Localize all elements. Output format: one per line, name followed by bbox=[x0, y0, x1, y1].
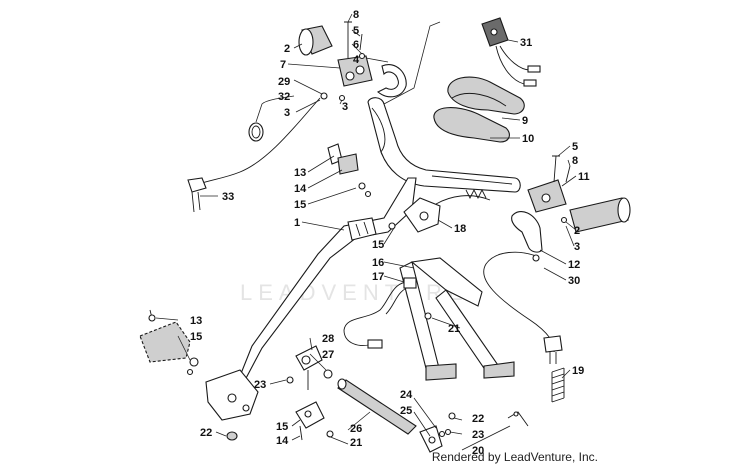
callout-11: 11 bbox=[578, 171, 590, 183]
wiring-harness bbox=[343, 277, 417, 349]
brake-housing bbox=[527, 155, 571, 213]
callout-5: 5 bbox=[353, 25, 359, 37]
ball-joint bbox=[419, 425, 446, 453]
handlebar-pads bbox=[433, 76, 525, 143]
cable-bracket-lower bbox=[139, 309, 199, 376]
steering-post-nut bbox=[226, 431, 238, 441]
callout-14: 14 bbox=[294, 183, 307, 195]
callout-4: 4 bbox=[353, 54, 360, 66]
callout-1: 1 bbox=[294, 217, 300, 229]
callout-28: 28 bbox=[322, 333, 334, 345]
callout-25: 25 bbox=[400, 405, 412, 417]
brake-lever bbox=[511, 211, 568, 253]
callout-17: 17 bbox=[372, 271, 384, 283]
callout-31: 31 bbox=[520, 37, 532, 49]
leader-lines bbox=[155, 13, 577, 451]
callout-32: 32 bbox=[278, 91, 290, 103]
callout-2: 2 bbox=[574, 225, 580, 237]
callout-29: 29 bbox=[278, 76, 290, 88]
callout-3: 3 bbox=[342, 101, 348, 113]
tie-rod bbox=[337, 378, 417, 435]
callout-19: 19 bbox=[572, 365, 584, 377]
callout-6: 6 bbox=[353, 39, 359, 51]
wire-bracket bbox=[403, 188, 491, 233]
switch-assembly bbox=[481, 17, 541, 87]
callout-15: 15 bbox=[276, 421, 288, 433]
callout-13: 13 bbox=[190, 315, 202, 327]
callout-7: 7 bbox=[280, 59, 286, 71]
callout-10: 10 bbox=[522, 133, 534, 145]
watermark: LEADVENTURE bbox=[240, 280, 469, 305]
callout-5: 5 bbox=[572, 141, 578, 153]
callout-22: 22 bbox=[472, 413, 484, 425]
callout-22: 22 bbox=[200, 427, 212, 439]
callout-20: 20 bbox=[472, 445, 484, 457]
callout-3: 3 bbox=[574, 241, 580, 253]
callout-26: 26 bbox=[350, 423, 362, 435]
callout-15: 15 bbox=[190, 331, 202, 343]
brake-cable bbox=[483, 251, 563, 364]
callout-labels: 2 8 5 6 4 7 29 3 32 3 31 9 10 5 8 11 2 3… bbox=[190, 9, 590, 457]
callout-33: 33 bbox=[222, 191, 234, 203]
throttle-cable bbox=[187, 97, 321, 213]
callout-15: 15 bbox=[372, 239, 384, 251]
callout-14: 14 bbox=[276, 435, 289, 447]
right-grip bbox=[569, 197, 631, 233]
callout-23: 23 bbox=[472, 429, 484, 441]
callout-24: 24 bbox=[400, 389, 413, 401]
callout-13: 13 bbox=[294, 167, 306, 179]
tie-rod-end bbox=[286, 345, 333, 390]
steering-support-bracket bbox=[399, 257, 515, 381]
steering-post bbox=[205, 177, 417, 421]
throttle-housing bbox=[337, 21, 407, 98]
callout-8: 8 bbox=[353, 9, 359, 21]
callout-8: 8 bbox=[572, 155, 578, 167]
cotter-pin bbox=[444, 411, 529, 436]
throttle-small-parts bbox=[320, 92, 346, 102]
callout-18: 18 bbox=[454, 223, 466, 235]
callout-3: 3 bbox=[284, 107, 290, 119]
callout-23: 23 bbox=[254, 379, 266, 391]
o-ring bbox=[248, 122, 264, 142]
callout-15: 15 bbox=[294, 199, 306, 211]
callout-2: 2 bbox=[284, 43, 290, 55]
callout-12: 12 bbox=[568, 259, 580, 271]
cable-bracket-upper bbox=[327, 143, 396, 230]
callout-21: 21 bbox=[350, 437, 362, 449]
handlebar bbox=[367, 97, 521, 193]
callout-21: 21 bbox=[448, 323, 460, 335]
callout-30: 30 bbox=[568, 275, 580, 287]
callout-16: 16 bbox=[372, 257, 384, 269]
left-grip bbox=[298, 25, 333, 56]
credit-text: Rendered by LeadVenture, Inc. bbox=[431, 450, 598, 464]
callout-27: 27 bbox=[322, 349, 334, 361]
spring bbox=[551, 367, 565, 403]
callout-9: 9 bbox=[522, 115, 528, 127]
lower-tie-rod-end bbox=[295, 401, 334, 441]
